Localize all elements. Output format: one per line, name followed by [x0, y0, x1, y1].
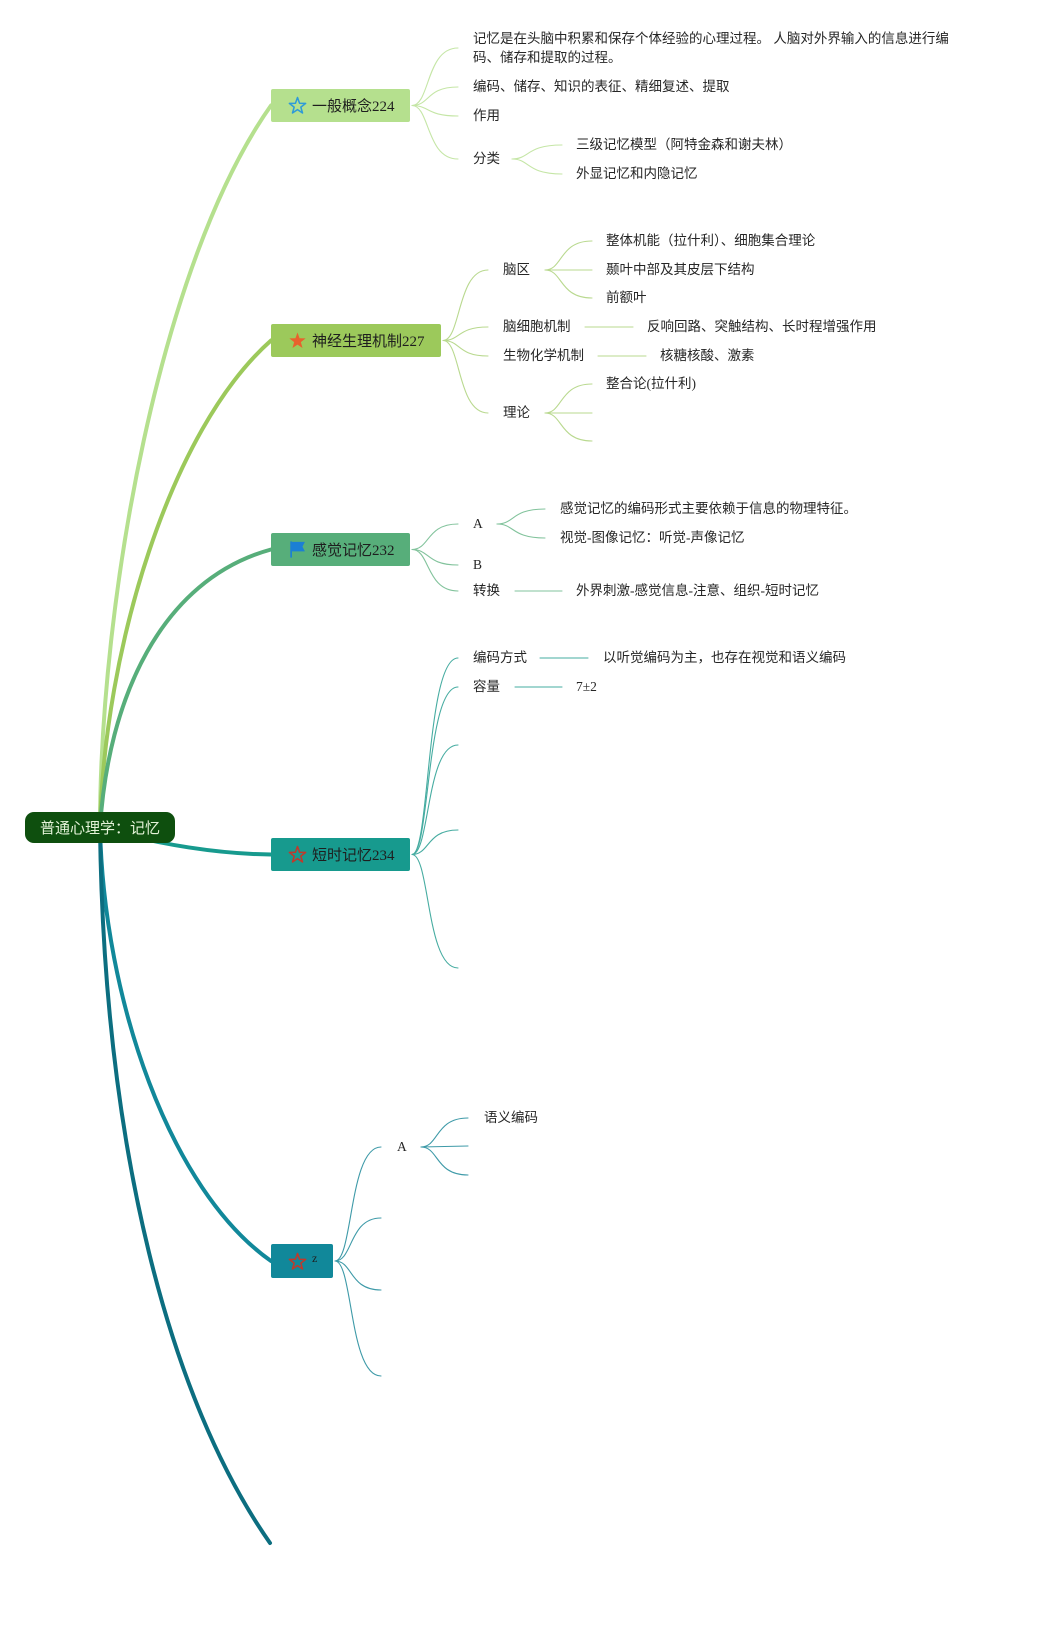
- root-topic: 普通心理学：记忆: [25, 812, 175, 843]
- link-general-concept-classification: [411, 104, 459, 160]
- link-sensory-a-2: [496, 523, 546, 539]
- topic-label: z: [312, 1250, 318, 1265]
- link-neuro-cell-mechanism: [442, 326, 489, 342]
- definition-line-1: 记忆是在头脑中积累和保存个体经验的心理过程。 人脑对外界输入的信息进行编: [473, 31, 949, 46]
- link-theory-3: [544, 412, 593, 442]
- subtopic-theory: 理论: [503, 405, 530, 420]
- subtopic-encoding: 编码方式: [473, 650, 527, 665]
- link-classification-explicit-implicit: [511, 158, 563, 175]
- topic-sensory-memory: 感觉记忆232: [271, 533, 410, 566]
- topic-label: 感觉记忆232: [312, 543, 395, 559]
- link-z-a-3: [420, 1146, 469, 1176]
- link-general-concept-definition: [411, 47, 459, 107]
- subtopic-brain-area-1: 整体机能（拉什利）、细胞集合理论: [606, 233, 816, 248]
- definition-line-2: 码、储存和提取的过程。: [473, 50, 622, 65]
- link-root-general-concept: [98, 103, 273, 830]
- topic-label: 神经生理机制227: [312, 334, 425, 350]
- subtopic-brain-area-2: 颞叶中部及其皮层下结构: [606, 262, 755, 277]
- subtopic-theory-1: 整合论(拉什利): [606, 376, 696, 391]
- subtopic-capacity: 容量: [473, 679, 500, 694]
- subtopic-a-2: 视觉-图像记忆：听觉-声像记忆: [560, 530, 745, 545]
- link-z-a: [334, 1146, 382, 1262]
- star-outline-icon-shape: [288, 96, 307, 114]
- link-theory-1: [544, 383, 593, 414]
- flag-icon: [290, 541, 305, 558]
- subtopic-transform: 转换: [473, 583, 500, 598]
- link-stm-encoding: [411, 657, 459, 856]
- link-z-empty-1: [334, 1217, 382, 1262]
- subtopic-encoding-detail: 以听觉编码为主，也存在视觉和语义编码: [603, 650, 846, 665]
- link-sensory-transform: [411, 548, 459, 592]
- star-outline-icon: [288, 1252, 307, 1270]
- subtopic-biochem-detail: 核糖核酸、激素: [660, 348, 755, 363]
- link-stm-empty-2: [411, 829, 459, 856]
- link-general-concept-function: [411, 104, 459, 117]
- link-root-neurophysiology: [98, 338, 273, 830]
- root-topic-label: 普通心理学：记忆: [39, 821, 160, 837]
- subtopic-a: A: [397, 1139, 407, 1154]
- star-outline-icon-shape: [288, 845, 307, 863]
- subtopic-explicit-implicit: 外显记忆和内隐记忆: [576, 166, 698, 181]
- topic-z: z: [271, 1244, 333, 1278]
- link-z-a-1: [420, 1117, 469, 1148]
- link-root-z: [98, 826, 273, 1263]
- topic-short-term-memory: 短时记忆234: [271, 838, 410, 871]
- subtopic-brain-area-3: 前额叶: [606, 290, 647, 305]
- flag-icon-pole: [290, 541, 292, 558]
- link-root-empty-branch: [98, 826, 272, 1545]
- link-neuro-theory: [442, 339, 489, 414]
- subtopic-cell-mechanism-detail: 反响回路、突触结构、长时程增强作用: [647, 319, 877, 334]
- subtopic-semantic-encoding: 语义编码: [484, 1110, 538, 1125]
- subtopic-transform-detail: 外界刺激-感觉信息-注意、组织-短时记忆: [576, 583, 819, 598]
- subtopic-function: 作用: [473, 108, 500, 123]
- subtopic-three-stage-model: 三级记忆模型（阿特金森和谢夫林）: [576, 137, 792, 152]
- link-stm-empty-1: [411, 744, 459, 856]
- star-filled-icon: [289, 332, 306, 348]
- link-neuro-biochem: [442, 339, 489, 357]
- subtopic-classification: 分类: [473, 151, 500, 166]
- subtopic-b: B: [473, 557, 483, 572]
- star-filled-icon-shape: [289, 332, 306, 348]
- link-z-a-2: [420, 1145, 469, 1148]
- topic-general-concept: 一般概念224: [271, 89, 410, 122]
- subtopic-a-1: 感觉记忆的编码形式主要依赖于信息的物理特征。: [560, 501, 857, 516]
- link-brain-area-1: [544, 240, 593, 271]
- link-z-empty-2: [334, 1260, 382, 1291]
- link-sensory-a-1: [496, 508, 546, 525]
- subtopic-capacity-detail: 7±2: [576, 679, 597, 694]
- link-brain-area-3: [544, 269, 593, 299]
- link-neuro-brain-area: [442, 269, 489, 342]
- subtopic-biochem: 生物化学机制: [503, 348, 584, 363]
- link-z-empty-3: [334, 1260, 382, 1377]
- topic-label: 一般概念224: [312, 99, 395, 115]
- subtopic-keywords: 编码、储存、知识的表征、精细复述、提取: [473, 79, 730, 94]
- subtopic-a: A: [473, 516, 483, 531]
- link-stm-empty-3: [411, 853, 459, 969]
- flag-icon-cloth: [291, 541, 305, 552]
- topic-neurophysiology: 神经生理机制227: [271, 324, 441, 357]
- star-outline-icon: [288, 845, 307, 863]
- link-classification-three-stage: [511, 144, 563, 160]
- link-sensory-a: [411, 523, 459, 551]
- link-root-sensory-memory: [98, 547, 273, 830]
- link-stm-capacity: [411, 686, 459, 856]
- subtopic-cell-mechanism: 脑细胞机制: [503, 319, 571, 334]
- star-outline-icon: [288, 96, 307, 114]
- link-general-concept-keywords: [411, 86, 459, 107]
- topic-label: 短时记忆234: [312, 848, 395, 864]
- star-outline-icon-shape: [288, 1252, 307, 1270]
- subtopic-brain-area: 脑区: [503, 262, 530, 277]
